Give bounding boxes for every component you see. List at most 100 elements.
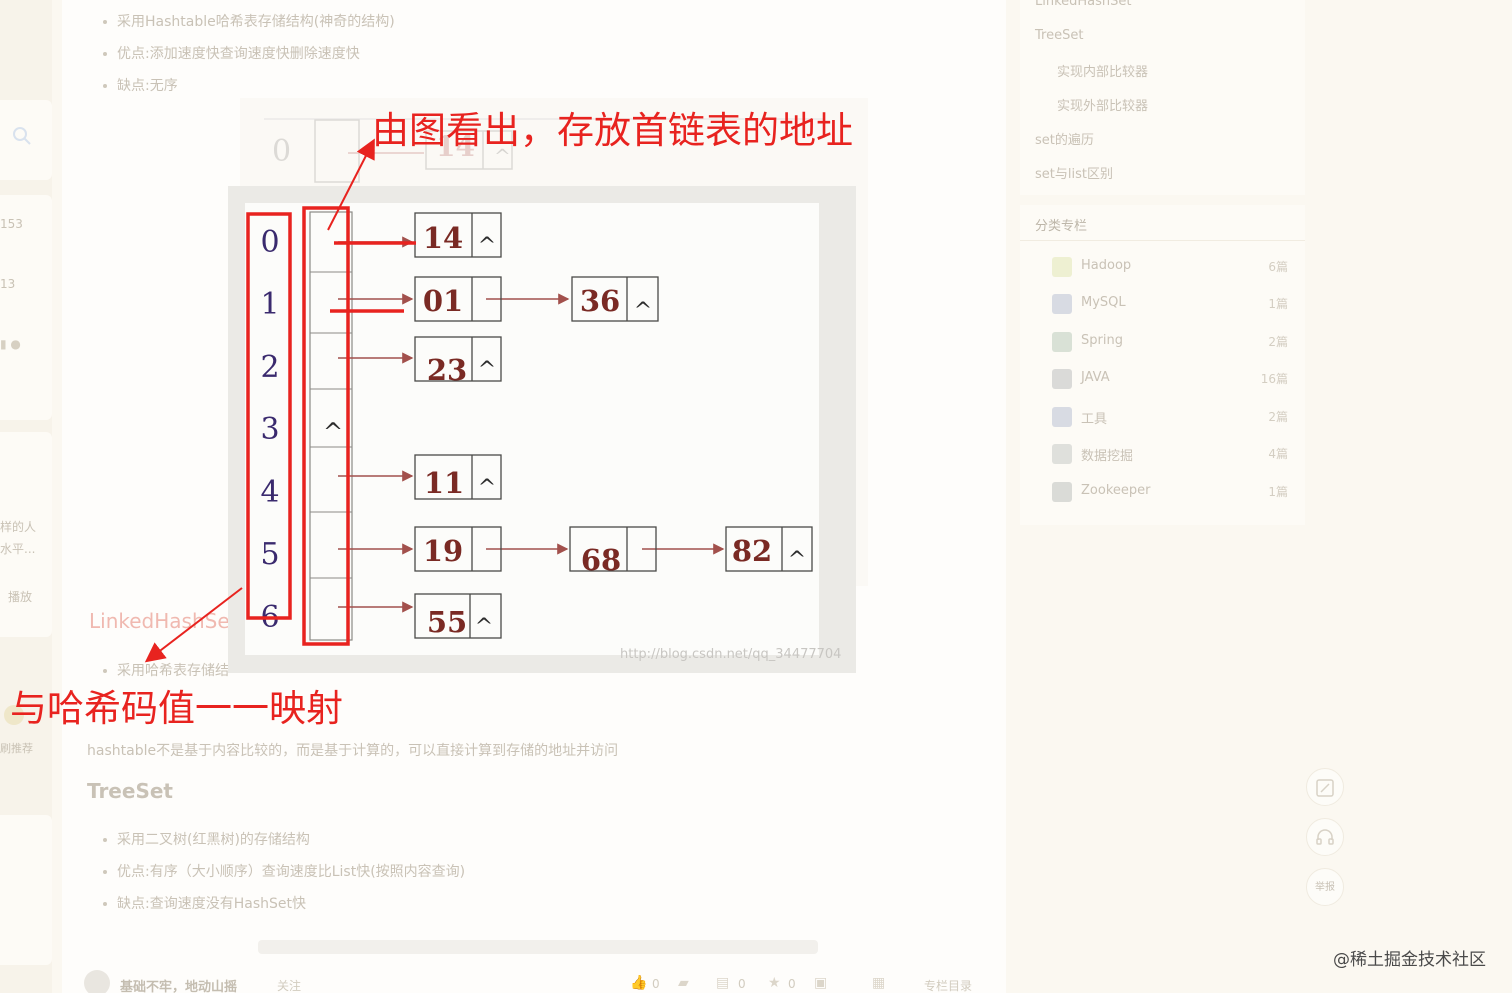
author-name[interactable]: 基础不牢，地动山摇 <box>120 980 238 993</box>
toc-item[interactable]: 实现内部比较器 <box>1057 65 1149 80</box>
toc-item[interactable]: LinkedHashSet <box>1035 0 1132 9</box>
collect-icon[interactable]: ★ <box>768 975 781 991</box>
hashset-bullet-list: 采用Hashtable哈希表存储结构(神奇的结构) 优点:添加速度快查询速度快删… <box>103 6 395 102</box>
category-name: 数据挖掘 <box>1081 449 1134 464</box>
node-82 <box>725 526 813 572</box>
edit-icon[interactable] <box>1306 768 1344 806</box>
list-item: 采用Hashtable哈希表存储结构(神奇的结构) <box>103 6 395 38</box>
null-symbol: ^ <box>634 299 652 324</box>
category-row-java[interactable]: JAVA 16篇 <box>1052 369 1288 389</box>
node-value: 01 <box>423 284 463 318</box>
null-symbol: ^ <box>788 548 806 573</box>
null-symbol: ^ <box>494 144 511 168</box>
annotation-bottom: 与哈希码值一一映射 <box>10 687 343 730</box>
rail-text-e[interactable]: 播放 <box>8 590 33 604</box>
node-14 <box>414 212 502 258</box>
index-label: 4 <box>260 475 279 510</box>
toc-item[interactable]: set的遍历 <box>1035 133 1094 148</box>
category-title: 分类专栏 <box>1035 219 1088 234</box>
list-item: 缺点:无序 <box>103 70 395 102</box>
report-button[interactable]: 举报 <box>1306 868 1344 906</box>
article-bottom-bar: 基础不牢，地动山摇 关注 👍 0 ▰ ▤ 0 ★ 0 ▣ ▦ 专栏目录 <box>62 968 1006 993</box>
category-row-zookeeper[interactable]: Zookeeper 1篇 <box>1052 482 1288 502</box>
comment-count: 0 <box>738 977 746 991</box>
category-count: 6篇 <box>1268 260 1288 274</box>
more-icon[interactable]: ▦ <box>872 975 886 991</box>
linkedhashset-bullet-list: 采用哈希表存储结 <box>103 655 229 687</box>
index-label: 5 <box>260 537 279 572</box>
rail-text-c: 样的人 <box>0 520 37 534</box>
null-symbol: ^ <box>478 476 496 501</box>
node-value: 19 <box>423 534 463 568</box>
node-value: 11 <box>424 466 464 500</box>
rail-stat-a: 153 <box>0 217 23 231</box>
rail-stat-b: 13 <box>0 277 16 291</box>
list-item: 优点:添加速度快查询速度快删除速度快 <box>103 38 395 70</box>
toc-item[interactable]: TreeSet <box>1035 28 1084 43</box>
node-01 <box>414 276 502 322</box>
null-symbol: ^ <box>478 358 496 383</box>
node-36 <box>571 276 659 322</box>
category-row-datamining[interactable]: 数据挖掘 4篇 <box>1052 444 1288 464</box>
category-divider <box>1020 240 1305 241</box>
rail-stat-c-icon: ▮ ● <box>0 337 21 351</box>
node-19 <box>414 526 502 572</box>
category-name: JAVA <box>1081 370 1110 385</box>
hashtable-note: hashtable不是基于内容比较的，而是基于计算的，可以直接计算到存储的地址并… <box>87 743 619 759</box>
node-value: 14 <box>423 221 463 255</box>
back-node-value: 14 <box>436 130 475 163</box>
rail-text-f[interactable]: 刷推荐 <box>0 742 33 755</box>
linkedhashset-heading: LinkedHashSe <box>89 609 230 633</box>
category-count: 1篇 <box>1268 485 1288 499</box>
annotation-arrow-top <box>327 138 375 231</box>
code-scrollbar[interactable] <box>258 940 818 954</box>
search-icon[interactable] <box>10 124 34 148</box>
category-row-spring[interactable]: Spring 2篇 <box>1052 332 1288 352</box>
category-count: 4篇 <box>1268 447 1288 461</box>
headset-icon[interactable] <box>1306 818 1344 856</box>
diagram-image-inner <box>245 203 819 655</box>
toc-item[interactable]: set与list区别 <box>1035 167 1113 182</box>
null-symbol: ^ <box>475 615 493 640</box>
list-item: 采用哈希表存储结 <box>103 655 229 687</box>
category-row-mysql[interactable]: MySQL 1篇 <box>1052 294 1288 314</box>
category-count: 2篇 <box>1268 410 1288 424</box>
column-toc-button[interactable]: 专栏目录 <box>924 979 973 993</box>
mysql-icon <box>1052 294 1072 314</box>
follow-button[interactable]: 关注 <box>277 979 302 993</box>
category-name: 工具 <box>1081 412 1108 427</box>
node-value: 82 <box>732 534 772 568</box>
like-icon[interactable]: 👍 <box>630 975 648 991</box>
share-icon[interactable]: ▣ <box>814 975 828 991</box>
node-value: 55 <box>427 605 467 639</box>
node-value: 36 <box>580 284 620 318</box>
node-23 <box>414 336 502 382</box>
comment-icon[interactable]: ▤ <box>716 975 730 991</box>
datamining-icon <box>1052 444 1072 464</box>
hadoop-icon <box>1052 257 1072 277</box>
bucket-array <box>309 211 353 641</box>
category-count: 16篇 <box>1260 372 1288 386</box>
dislike-icon[interactable]: ▰ <box>678 975 689 991</box>
index-label: 1 <box>260 287 279 322</box>
left-rail-stats: 153 13 ▮ ● <box>0 195 52 420</box>
author-avatar[interactable] <box>84 970 110 993</box>
rail-text-d: 水平... <box>0 542 36 556</box>
index-label: 2 <box>260 350 279 385</box>
category-row-hadoop[interactable]: Hadoop 6篇 <box>1052 257 1288 277</box>
left-rail-recommend: 样的人 水平... 播放 <box>0 432 52 637</box>
null-symbol: ^ <box>478 234 496 259</box>
treeset-bullet-list: 采用二叉树(红黑树)的存储结构 优点:有序（大小顺序）查询速度比List快(按照… <box>103 824 465 920</box>
list-item: 采用二叉树(红黑树)的存储结构 <box>103 824 465 856</box>
category-row-tools[interactable]: 工具 2篇 <box>1052 407 1288 427</box>
treeset-heading: TreeSet <box>87 779 173 803</box>
node-value: 68 <box>581 543 621 577</box>
toc-item[interactable]: 实现外部比较器 <box>1057 99 1149 114</box>
list-item: 缺点:查询速度没有HashSet快 <box>103 888 465 920</box>
category-name: Spring <box>1081 333 1123 348</box>
back-index: 0 <box>272 134 292 169</box>
node-55 <box>414 593 502 639</box>
spring-icon <box>1052 332 1072 352</box>
null-symbol: ^ <box>323 418 343 446</box>
